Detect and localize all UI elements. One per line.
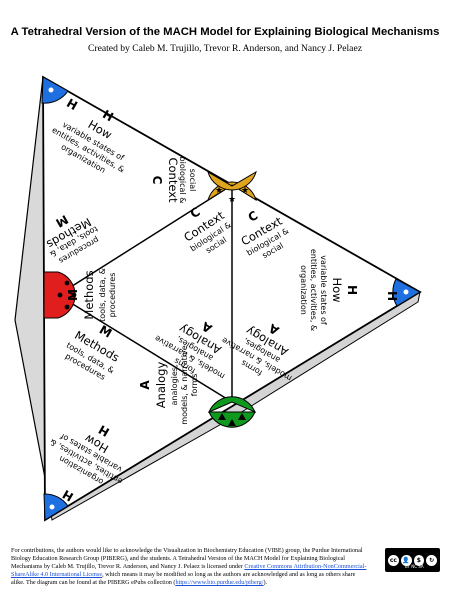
context-face-right: C Context biological & social bbox=[238, 208, 290, 260]
how-dot-bottom bbox=[49, 504, 55, 510]
analogy-desc-line: forms bbox=[190, 374, 199, 397]
by-icon: 👤 bbox=[400, 554, 412, 566]
context-desc-line: biological & bbox=[178, 157, 187, 204]
context-letter: C bbox=[150, 176, 164, 185]
methods-dot bbox=[71, 292, 77, 298]
footer-text: , which means it may be modified so long… bbox=[11, 571, 356, 587]
analogy-desc-line: analogies, bbox=[170, 365, 179, 406]
how-corner-cap-top bbox=[41, 76, 69, 104]
triangle-icon bbox=[218, 413, 226, 420]
methods-face-center: M Methods tools, data, & procedures bbox=[66, 268, 117, 322]
nc-icon: $ bbox=[413, 554, 425, 566]
how-corner-cap-bottom bbox=[43, 493, 69, 521]
star-icon: ★ bbox=[215, 185, 223, 195]
how-desc-line: entities, activities, & bbox=[309, 249, 318, 331]
methods-letter: M bbox=[66, 289, 80, 301]
methods-dot bbox=[57, 292, 63, 298]
triangle-icon bbox=[228, 419, 236, 426]
context-desc-line: social bbox=[188, 169, 197, 192]
footer-text: For contributions, the authors would lik… bbox=[11, 547, 363, 571]
cc-license-badge[interactable]: cc 👤 $ ↻ BY NC SA bbox=[385, 548, 440, 572]
methods-dot bbox=[64, 280, 70, 286]
page-subtitle: Created by Caleb M. Trujillo, Trevor R. … bbox=[88, 43, 362, 54]
methods-dot bbox=[64, 304, 70, 310]
acknowledgement-footer: For contributions, the authors would lik… bbox=[11, 547, 367, 587]
analogy-face-lower: A Analogy analogies, models, & narrative… bbox=[138, 345, 199, 424]
triangle-icon bbox=[238, 413, 246, 420]
edge-context-methods bbox=[57, 184, 233, 296]
analogy-letter: A bbox=[138, 380, 152, 390]
sa-icon: ↻ bbox=[426, 554, 437, 566]
analogy-desc-line: models, & narrative bbox=[180, 345, 189, 424]
footer-text: ). bbox=[263, 579, 268, 587]
star-icon: ★ bbox=[241, 185, 249, 195]
analogy-title: Analogy bbox=[154, 362, 168, 409]
analogy-node bbox=[208, 396, 256, 413]
context-title: Context bbox=[166, 157, 180, 203]
cc-icon: cc bbox=[388, 554, 399, 566]
context-node-upper bbox=[207, 170, 257, 191]
methods-desc-line: procedures bbox=[108, 273, 117, 318]
context-face-upper: C Context biological & social bbox=[150, 157, 197, 204]
edge-methods-analogy bbox=[57, 294, 233, 403]
how-corner-letter: H bbox=[385, 291, 399, 301]
how-desc-line: organization bbox=[299, 265, 308, 315]
how-dot-top bbox=[48, 87, 54, 93]
how-face-right: H How variable states of entities, activ… bbox=[299, 249, 359, 331]
how-letter: H bbox=[345, 285, 359, 295]
methods-desc-line: tools, data, & bbox=[98, 268, 107, 322]
star-icon: ★ bbox=[228, 194, 236, 204]
license-link[interactable]: Creative Commons Attribution-NonCommerci… bbox=[11, 563, 367, 579]
how-desc-line: variable states of bbox=[319, 255, 328, 325]
how-dot-right bbox=[403, 289, 409, 295]
how-title: How bbox=[330, 277, 344, 302]
page-title: A Tetrahedral Version of the MACH Model … bbox=[10, 26, 440, 38]
piberg-link[interactable]: https://www.bio.purdue.edu/piberg/ bbox=[175, 579, 264, 587]
methods-title: Methods bbox=[82, 270, 96, 319]
cc-badge-labels: BY NC SA bbox=[405, 564, 424, 569]
